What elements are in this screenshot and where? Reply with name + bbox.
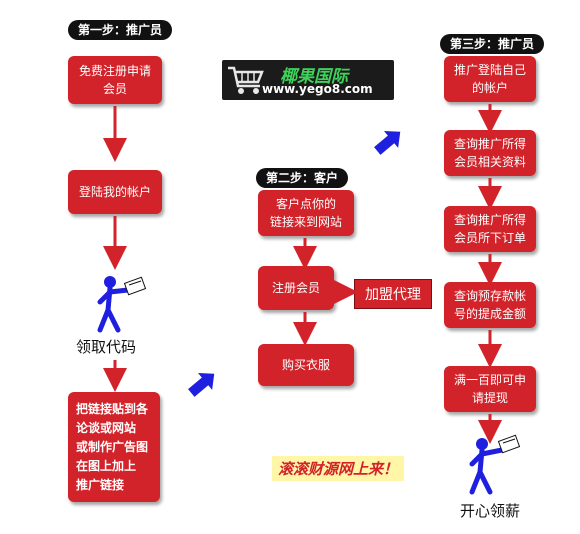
right-box-orders: 查询推广所得会员所下订单	[444, 206, 536, 252]
blue-arrow-lower	[188, 373, 215, 397]
step2-label: 第二步：客户	[256, 168, 349, 188]
logo-url: www.yego8.com	[262, 82, 373, 96]
cart-icon	[228, 66, 264, 94]
right-figure-label: 开心领薪	[460, 502, 521, 520]
left-figure-label: 领取代码	[76, 338, 137, 356]
blue-arrow-upper	[374, 131, 401, 155]
left-box-link: 把链接贴到各 论谈或网站 或制作广告图 在图上加上 推广链接	[68, 392, 160, 502]
right-box-login: 推广登陆自己的帐户	[444, 56, 536, 102]
right-box-members: 查询推广所得会员相关资料	[444, 130, 536, 176]
step3-label: 第三步：推广员	[440, 34, 545, 54]
logo: 椰果国际 www.yego8.com	[222, 60, 394, 100]
walking-figure-icon	[97, 276, 147, 333]
left-box-register: 免费注册申请会员	[68, 56, 162, 104]
walking-figure-icon-2	[469, 434, 521, 495]
middle-box-agent: 加盟代理	[354, 279, 432, 309]
logo-name: 椰果国际	[280, 67, 348, 87]
middle-box-register: 注册会员	[258, 266, 334, 310]
left-box-login: 登陆我的帐户	[68, 170, 162, 214]
middle-box-client: 客户点你的链接来到网站	[258, 190, 354, 236]
right-box-withdraw: 满一百即可申请提现	[444, 366, 536, 412]
slogan-banner: 滚滚财源网上来！	[272, 456, 405, 481]
middle-box-buy: 购买衣服	[258, 344, 354, 386]
right-box-commission: 查询预存款帐号的提成金额	[444, 282, 536, 328]
step1-label: 第一步：推广员	[68, 20, 173, 40]
